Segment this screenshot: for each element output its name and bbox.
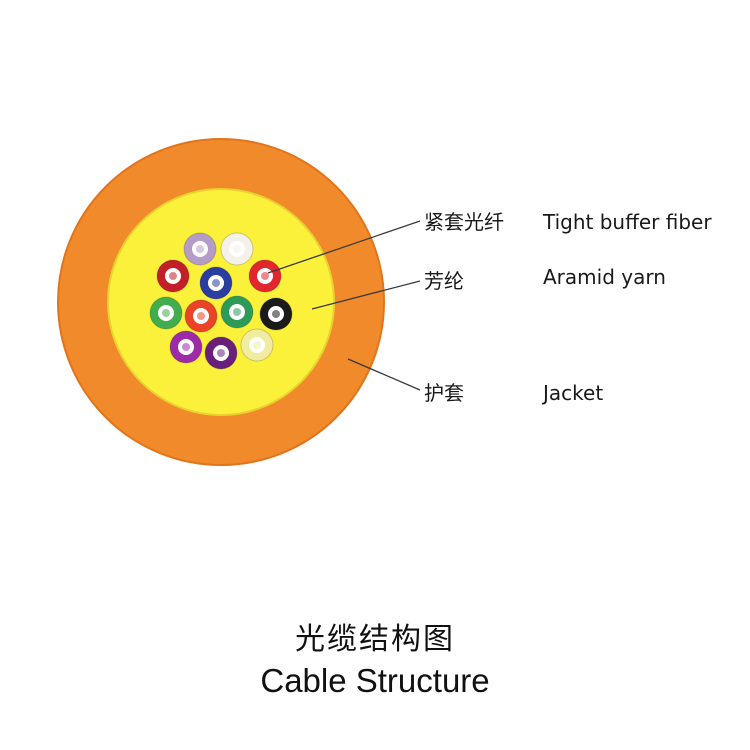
diagram-title-cn: 光缆结构图 (295, 622, 455, 657)
fiber-lavender (183, 232, 217, 266)
label-jacket-cn: 护套 (424, 381, 464, 405)
fiber-green (149, 296, 183, 330)
fiber-dark-purple (204, 336, 238, 370)
leader-line-aramid (311, 280, 421, 310)
label-tight-buffer-fiber-en: Tight buffer fiber (543, 210, 712, 234)
label-aramid-yarn-en: Aramid yarn (543, 265, 666, 289)
fiber-teal-green (220, 295, 254, 329)
fiber-dark-red (156, 259, 190, 293)
label-aramid-yarn-cn: 芳纶 (424, 269, 464, 293)
fiber-white (220, 232, 254, 266)
diagram-title-en: Cable Structure (260, 662, 490, 699)
aramid-yarn-layer (107, 188, 335, 416)
leader-lines (267, 220, 421, 391)
fiber-purple (169, 330, 203, 364)
fiber-orange-red (184, 299, 218, 333)
leader-line-jacket (347, 358, 421, 391)
label-tight-buffer-fiber-cn: 紧套光纤 (424, 210, 504, 234)
label-jacket-en: Jacket (543, 381, 604, 405)
fiber-red (248, 259, 282, 293)
tight-buffer-fibers (149, 232, 293, 370)
fiber-navy (199, 266, 233, 300)
leader-line-fiber (267, 220, 421, 274)
fiber-black (259, 297, 293, 331)
fiber-cream (240, 328, 274, 362)
